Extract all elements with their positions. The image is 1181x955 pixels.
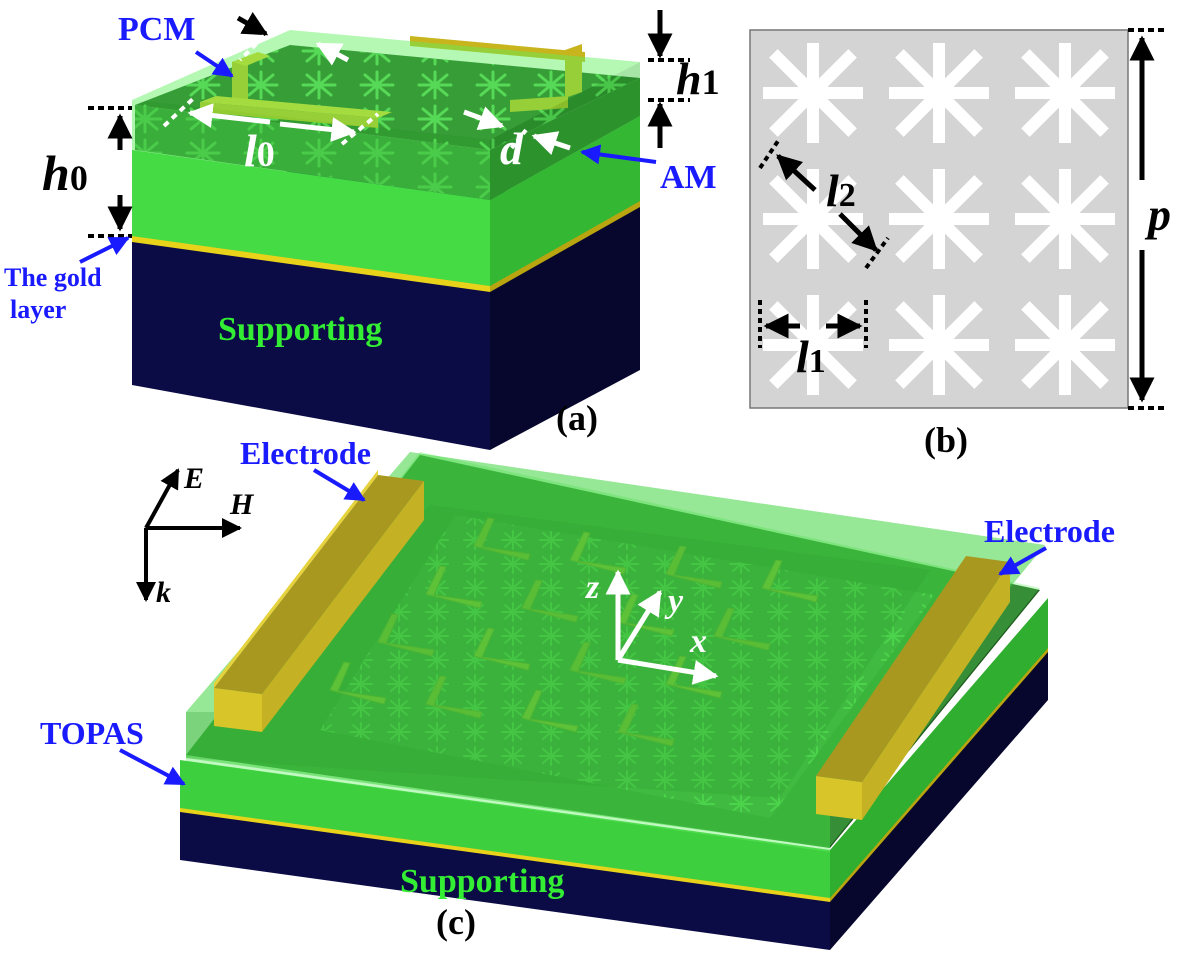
h0-dimension — [88, 106, 133, 238]
l2-label: l2 — [826, 165, 856, 216]
star-aperture — [889, 43, 989, 143]
spacer-layer-a — [132, 116, 640, 286]
electrode-right-arrow — [998, 546, 1047, 576]
aperture-center — [799, 331, 827, 359]
p-dimension — [1128, 28, 1168, 410]
l1-label: l1 — [796, 331, 826, 382]
am-arrow — [580, 144, 657, 165]
supporting-label-c: Supporting — [400, 863, 564, 900]
am-label: AM — [660, 159, 717, 196]
pcm-label: PCM — [118, 11, 195, 48]
supporting-label-a: Supporting — [218, 311, 382, 348]
l0-label: l0 — [244, 125, 275, 176]
star-aperture — [1015, 169, 1115, 269]
topas-label: TOPAS — [40, 715, 144, 751]
aperture-center — [925, 331, 953, 359]
axis-x-label: x — [689, 623, 707, 660]
h1-dimension — [647, 10, 690, 148]
electrode-left-label: Electrode — [240, 435, 371, 471]
supporting-substrate-c — [180, 650, 1048, 950]
panel-c: E H k z y x Electrode Electrode TOPAS Su… — [40, 435, 1115, 950]
cover-box-a — [132, 30, 640, 286]
axis-e-label: E — [183, 462, 204, 495]
am-layer-a — [135, 45, 640, 200]
axis-h-label: H — [229, 488, 255, 521]
star-aperture — [763, 295, 863, 395]
l1-dimension — [758, 300, 868, 348]
d-label: d — [500, 123, 524, 174]
panel-a: W0 PCM h1 h0 l0 — [4, 1, 720, 450]
coord-axes — [605, 569, 719, 685]
l0-dimension — [162, 94, 380, 146]
aperture-center — [1051, 205, 1079, 233]
star-aperture — [763, 43, 863, 143]
electrode-right-bar — [816, 556, 1010, 820]
aperture-center — [1051, 331, 1079, 359]
aperture-center — [925, 79, 953, 107]
electrode-left-bar — [214, 470, 424, 732]
p-label: p — [1144, 189, 1171, 240]
d-dimension — [463, 106, 571, 155]
panel-b: l2 l1 p (b) — [749, 28, 1171, 460]
panel-c-label: (c) — [436, 902, 476, 942]
panel-a-label: (a) — [556, 398, 598, 438]
star-aperture — [889, 169, 989, 269]
panel-b-label: (b) — [924, 420, 968, 460]
pcm-arrow — [194, 50, 234, 78]
axis-y-label: y — [664, 583, 684, 620]
star-aperture — [889, 295, 989, 395]
gold-layer-label: The gold layer — [4, 263, 108, 324]
star-aperture — [1015, 43, 1115, 143]
star-aperture — [763, 169, 863, 269]
l2-dimension — [758, 136, 890, 270]
star-aperture — [1015, 295, 1115, 395]
field-axes — [136, 468, 242, 602]
topas-arrow — [119, 748, 186, 786]
h0-label: h0 — [42, 145, 88, 201]
aperture-center — [925, 205, 953, 233]
h1-label: h1 — [676, 53, 720, 104]
electrode-right-label: Electrode — [984, 513, 1115, 549]
gold-layer-arrow — [79, 236, 130, 264]
aperture-center — [1051, 79, 1079, 107]
electrode-left-arrow — [312, 468, 366, 502]
aperture-center — [799, 205, 827, 233]
w0-dimension — [236, 11, 350, 66]
axis-z-label: z — [585, 569, 600, 606]
topas-slab — [180, 598, 1048, 898]
w0-label: W0 — [298, 1, 343, 38]
aperture-grid — [763, 43, 1115, 395]
aperture-center — [799, 79, 827, 107]
axis-k-label: k — [156, 576, 171, 609]
